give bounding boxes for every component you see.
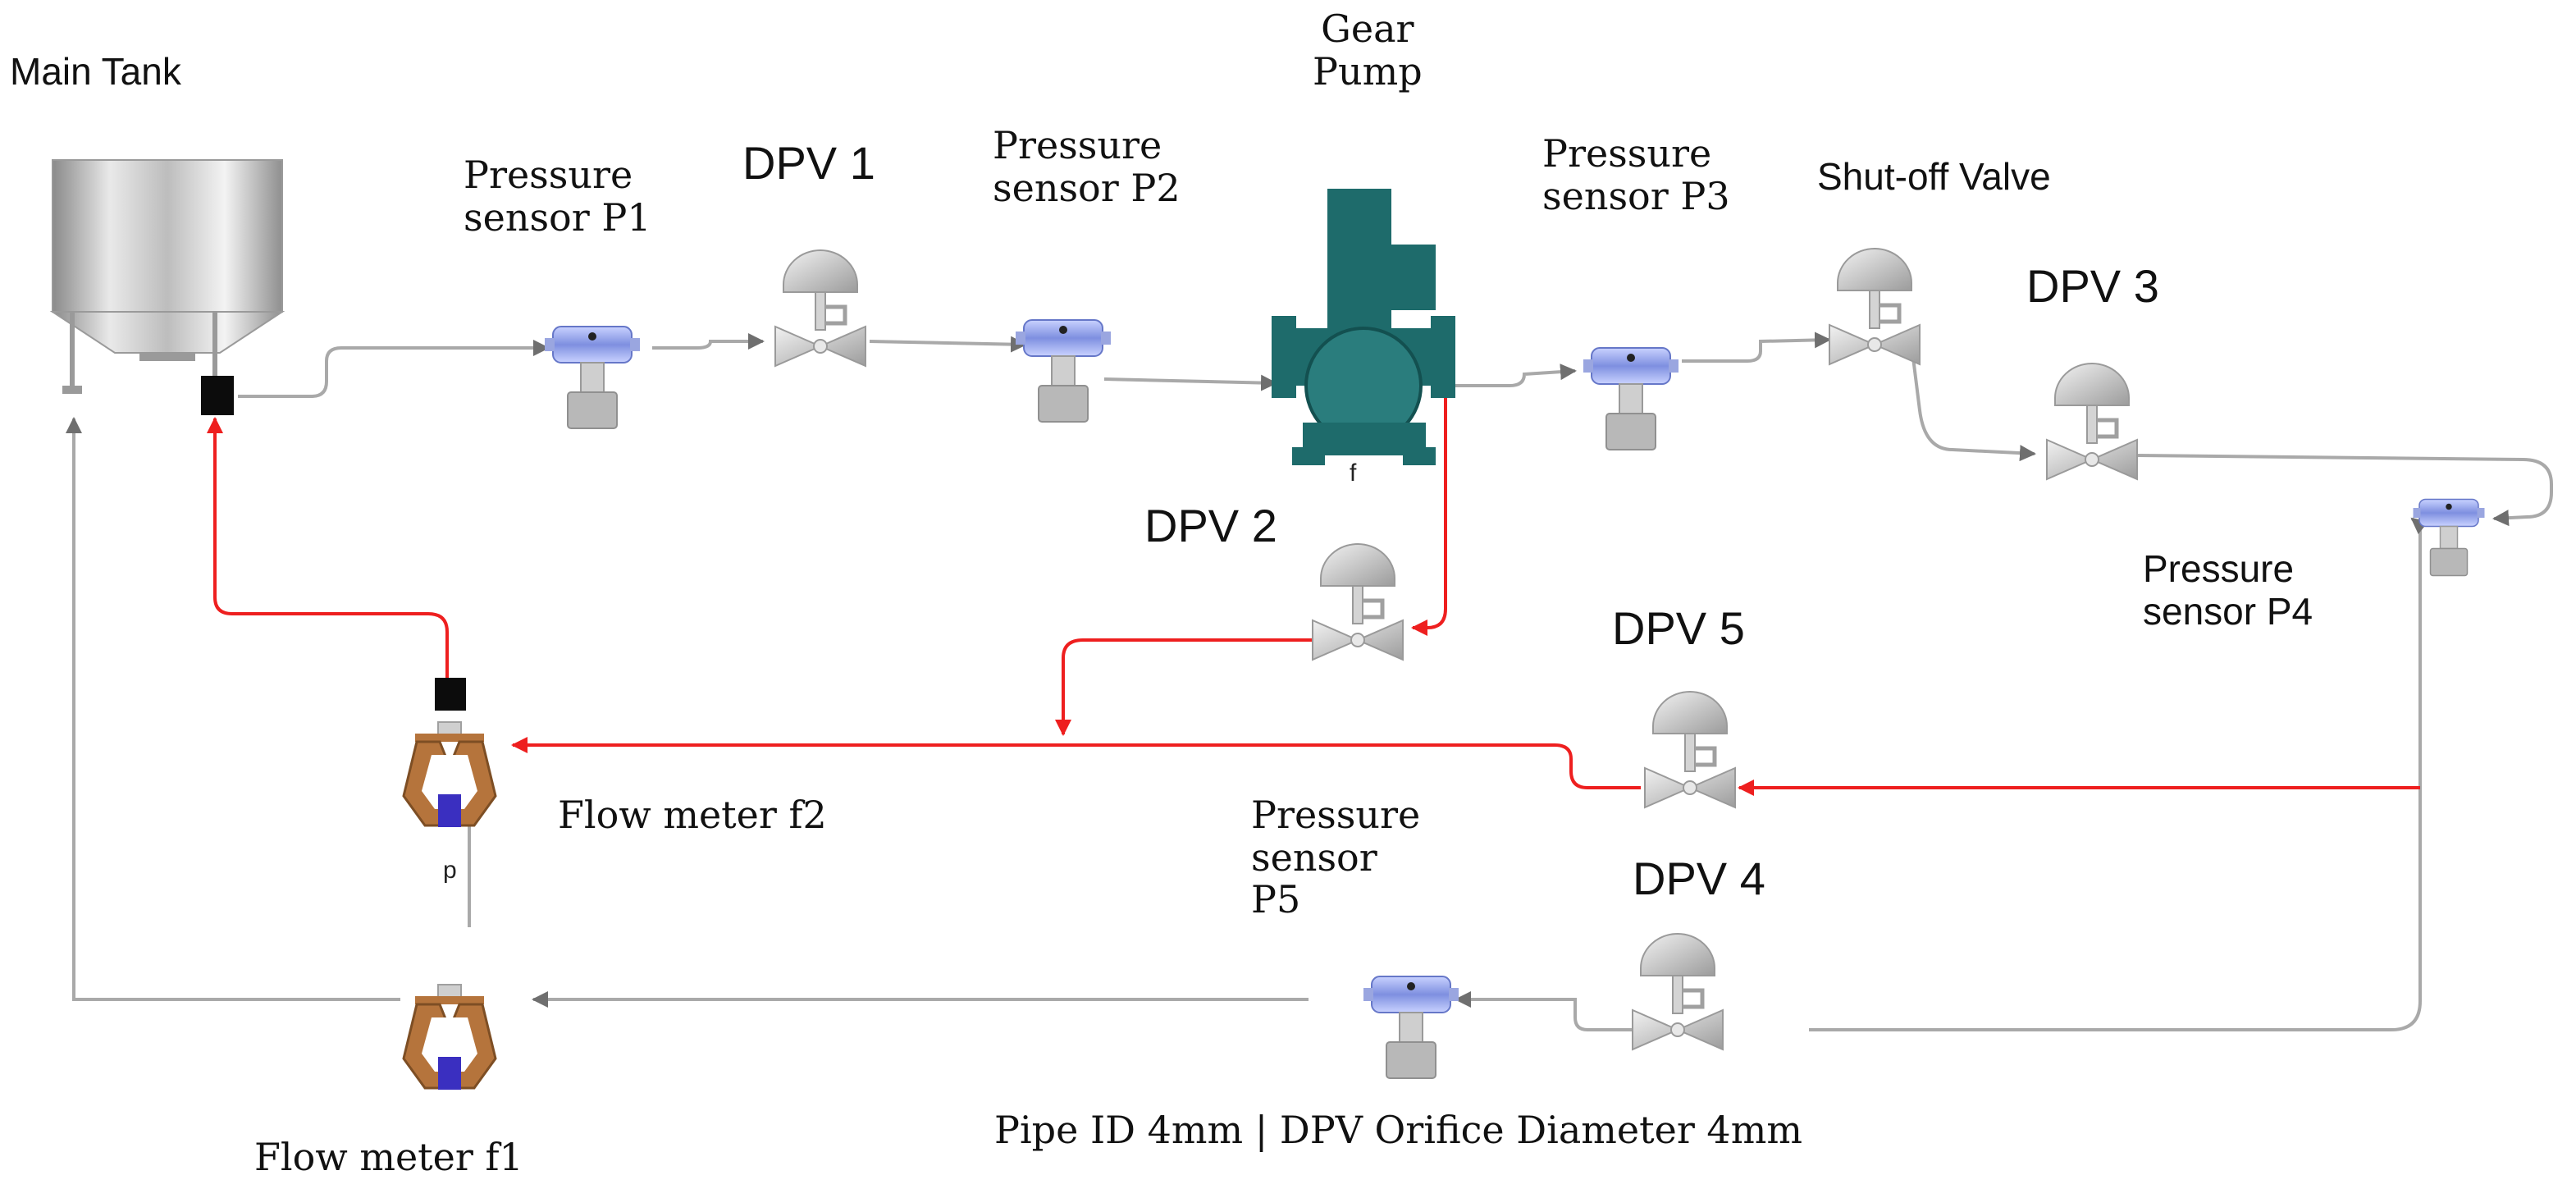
pipe-p2-to-pump — [1103, 374, 1277, 391]
label-pressure-p5: Pressure sensor P5 — [1251, 793, 1421, 922]
label-shutoff-valve: Shut-off Valve — [1817, 155, 2051, 198]
label-main-tank: Main Tank — [10, 50, 181, 93]
label-pressure-p4: Pressure sensor P4 — [2143, 547, 2313, 633]
pipe-shutoff-to-dpv3 — [1910, 344, 2036, 462]
pipe-p4-down — [1809, 521, 2422, 1031]
red-dpv5-to-f2 — [511, 737, 1641, 789]
label-pressure-p1: Pressure sensor P1 — [464, 153, 651, 240]
pressure-sensor-p2-icon — [1015, 319, 1112, 423]
pipe-dpv3-to-p4 — [2136, 454, 2553, 527]
return-pipes — [207, 390, 2420, 796]
pipe-p1-to-dpv1 — [652, 333, 765, 350]
label-dpv4: DPV 4 — [1633, 853, 1765, 904]
red-dpv2-to-branch — [1055, 638, 1313, 736]
pressure-sensor-p1-icon — [544, 326, 641, 429]
label-pressure-p3: Pressure sensor P3 — [1542, 131, 1730, 218]
dpv4-valve-icon — [1633, 934, 1723, 1049]
flow-meter-f2-icon — [402, 720, 497, 829]
label-pressure-p2: Pressure sensor P2 — [993, 123, 1181, 210]
pipe-dpv4-to-p5 — [1455, 991, 1633, 1031]
label-tag-p: p — [443, 857, 457, 884]
pipe-f1-to-tank — [66, 417, 400, 1001]
label-gear-pump: Gear Pump — [1313, 7, 1423, 94]
main-tank-icon — [49, 159, 285, 415]
flow-meter-f1-icon — [402, 983, 497, 1091]
gear-pump-icon — [1272, 189, 1455, 465]
label-flow-meter-f2: Flow meter f2 — [558, 793, 827, 837]
label-dpv3: DPV 3 — [2026, 260, 2159, 312]
label-dpv2: DPV 2 — [1144, 500, 1277, 551]
pipe-tank-to-p1 — [238, 340, 550, 398]
label-tag-f: f — [1350, 460, 1357, 487]
dpv1-valve-icon — [775, 250, 866, 366]
pressure-sensor-p5-icon — [1363, 976, 1459, 1079]
pressure-sensor-p3-icon — [1583, 347, 1679, 450]
pressure-sensor-p4-icon — [2412, 498, 2486, 577]
label-dpv5: DPV 5 — [1612, 602, 1745, 654]
shutoff-valve-icon — [1829, 249, 1920, 364]
label-flow-meter-f1: Flow meter f1 — [254, 1135, 523, 1179]
dpv5-valve-icon — [1645, 692, 1735, 807]
red-f2-to-tank — [207, 417, 449, 689]
label-pipe-spec: Pipe ID 4mm | DPV Orifice Diameter 4mm — [994, 1108, 1802, 1152]
dpv2-valve-icon — [1313, 544, 1403, 660]
pipe-dpv1-to-p2 — [869, 336, 1027, 353]
label-dpv1: DPV 1 — [742, 137, 875, 189]
red-pump-to-dpv2 — [1411, 390, 1447, 636]
pipe-pump-to-p3 — [1444, 364, 1577, 387]
pipe-p3-to-shutoff — [1682, 332, 1831, 363]
flow-meter-f2-head — [435, 678, 466, 711]
dpv3-valve-icon — [2047, 364, 2137, 479]
pipe-p4-up-arrow — [2410, 517, 2429, 542]
